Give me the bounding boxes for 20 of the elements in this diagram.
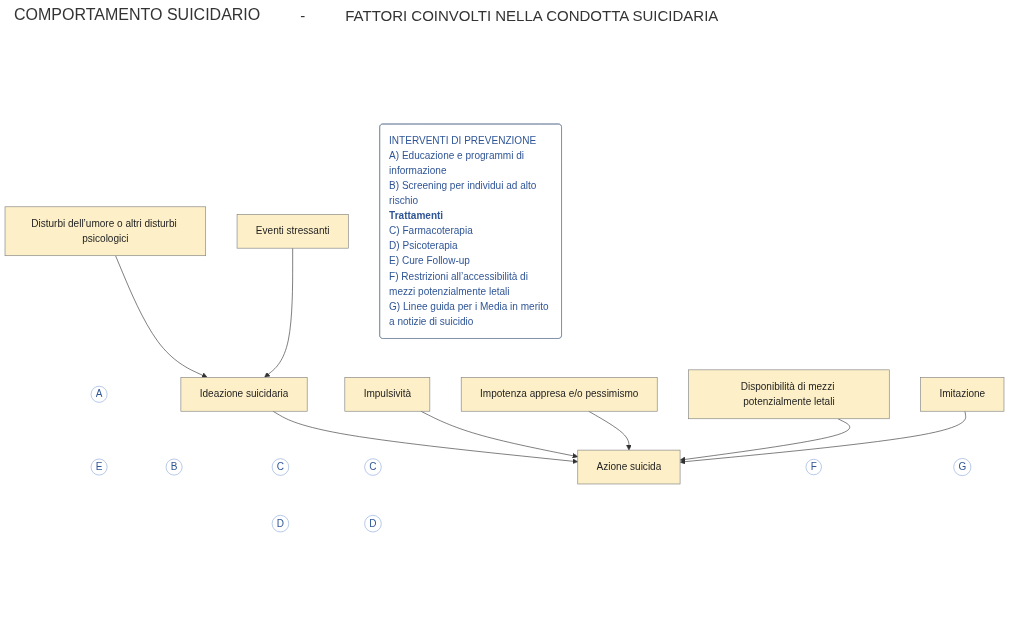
node-box: Disponibilità di mezzi potenzialmente letali <box>688 369 890 420</box>
node-box: Disturbi dell’umore o altri disturbi psicologici <box>4 206 206 256</box>
node-circle: E <box>90 458 108 476</box>
dash-separator: - <box>300 6 306 24</box>
node-circle: B <box>165 458 183 476</box>
node-box: Impulsività <box>344 377 431 412</box>
diagram-title: COMPORTAMENTO SUICIDARIO <box>14 6 261 24</box>
node-circle: G <box>953 458 972 476</box>
node-box: Impotenza appresa e/o pessimismo <box>460 377 658 412</box>
node-circle: F <box>805 458 822 476</box>
node-box: Ideazione suicidaria <box>180 377 308 412</box>
node-box: Imitazione <box>920 377 1005 412</box>
node-circle: A <box>90 385 108 403</box>
node-circle: C <box>364 458 382 476</box>
node-box: Azione suicida <box>577 449 681 485</box>
node-circle: C <box>271 458 290 476</box>
group-heading: FATTORI COINVOLTI NELLA CONDOTTA SUICIDARIA <box>345 6 719 24</box>
node-box: Eventi stressanti <box>236 214 349 249</box>
node-circle: D <box>271 515 290 533</box>
node-circle: D <box>364 515 382 533</box>
